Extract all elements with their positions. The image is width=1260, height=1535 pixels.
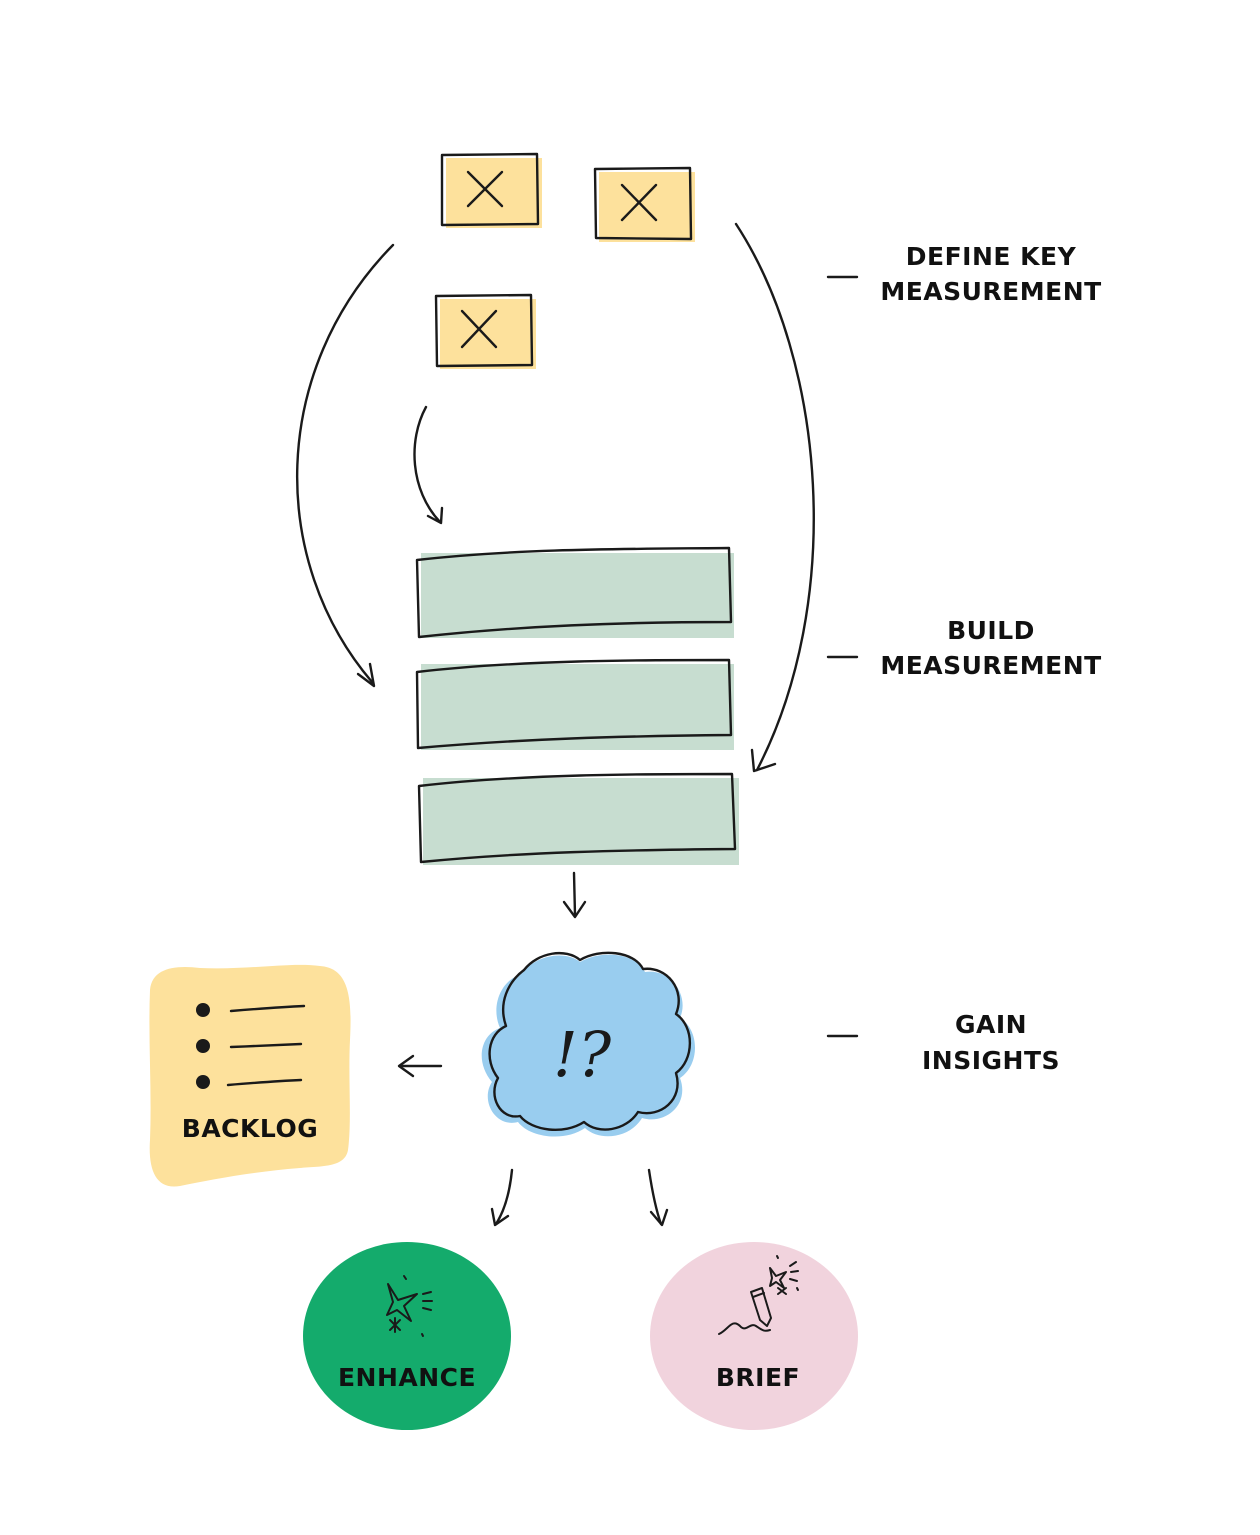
- stage-define-line1: DEFINE KEY: [906, 242, 1077, 271]
- enhance-label: ENHANCE: [338, 1363, 476, 1392]
- insight-glyph: !?: [553, 1018, 612, 1091]
- measurement-bar-2: [415, 658, 734, 750]
- arrow-to-backlog: [397, 1054, 443, 1078]
- arrow-right-curve: [734, 222, 815, 773]
- arrow-to-brief: [647, 1168, 669, 1227]
- brief-label: BRIEF: [716, 1363, 800, 1392]
- checklist-icon: [196, 1003, 306, 1089]
- arrow-to-enhance: [490, 1168, 514, 1227]
- backlog-label: BACKLOG: [182, 1114, 318, 1143]
- stage-define: DEFINE KEY MEASUREMENT: [826, 242, 1101, 306]
- measurement-bar-1: [415, 546, 734, 639]
- brief-node: BRIEF: [650, 1242, 858, 1430]
- arrow-down: [562, 871, 587, 919]
- stage-build-line2: MEASUREMENT: [880, 651, 1101, 680]
- stage-build-line1: BUILD: [947, 616, 1035, 645]
- backlog-note: BACKLOG: [149, 964, 351, 1187]
- pencil-icon: [718, 1255, 799, 1335]
- stage-build: BUILD MEASUREMENT: [826, 616, 1101, 680]
- stage-insights-line1: GAIN: [955, 1010, 1027, 1039]
- sticky-note-3: [434, 293, 536, 369]
- x-mark-icon: [620, 183, 658, 222]
- arrow-small-curve: [413, 405, 444, 525]
- sticky-note-2: [593, 166, 695, 242]
- enhance-node: ENHANCE: [303, 1242, 511, 1430]
- measurement-bar-3: [417, 772, 739, 865]
- x-mark-icon: [466, 170, 504, 208]
- stage-insights: GAIN INSIGHTS: [826, 1010, 1060, 1075]
- stage-insights-line2: INSIGHTS: [922, 1046, 1060, 1075]
- thought-cloud-icon: !?: [481, 951, 695, 1137]
- sticky-note-1: [440, 152, 542, 228]
- sparkle-icon: [386, 1275, 433, 1337]
- stage-define-line2: MEASUREMENT: [880, 277, 1101, 306]
- arrow-left-curve: [295, 243, 395, 688]
- x-mark-icon: [460, 309, 498, 349]
